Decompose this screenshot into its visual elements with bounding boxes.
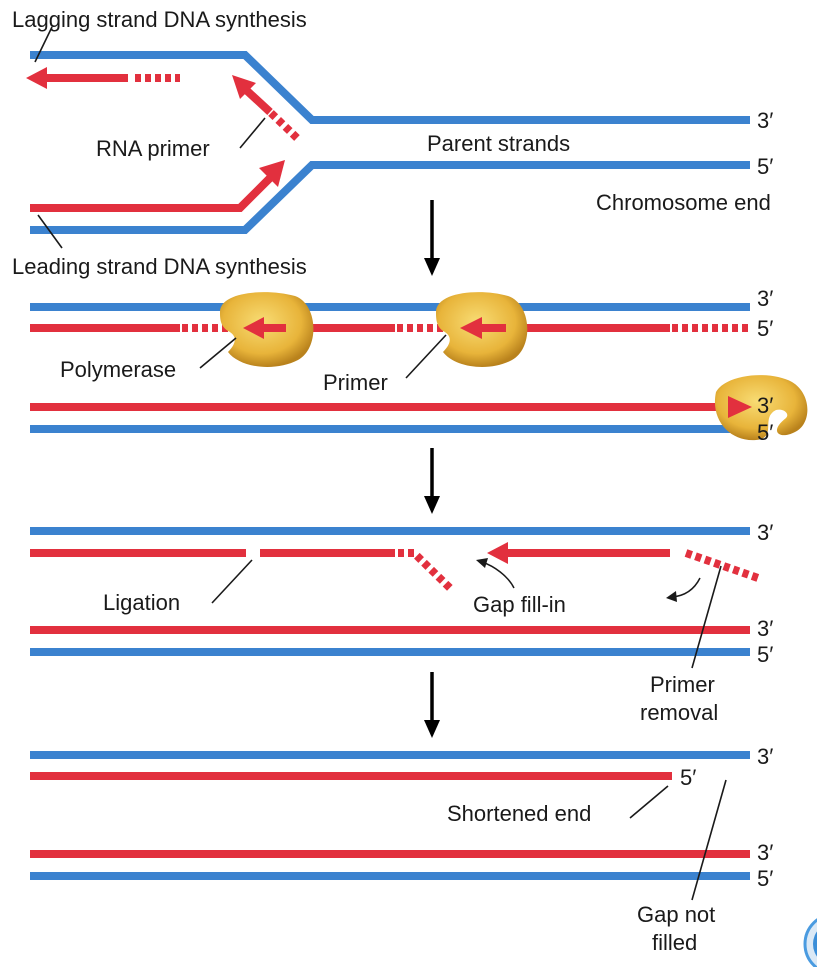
end-5prime-p3-bottom: 5′ [757, 642, 773, 667]
end-5prime-p2-top: 5′ [757, 316, 773, 341]
leading-p2-arrowhead [728, 396, 752, 418]
rna-primer-leader [239, 117, 266, 149]
panel-shortened-end: 5′ Shortened end Gap not filled 3′ 3′ 5′ [30, 744, 773, 955]
end-3prime-p1: 3′ [757, 108, 773, 133]
gap-fill-curved-arrowhead [476, 558, 488, 568]
ligation-leader [211, 559, 253, 604]
end-5prime-p1: 5′ [757, 154, 773, 179]
end-3prime-p2-bottom: 3′ [757, 393, 773, 418]
primer-leader [405, 334, 447, 379]
primer-removal-label-1: Primer [650, 672, 715, 697]
gap-not-filled-leader [691, 779, 727, 901]
leading-strand [30, 175, 273, 212]
lagging-p3-arrowhead [487, 542, 508, 564]
end-3prime-p2-top: 3′ [757, 286, 773, 311]
primer-removal-label-2: removal [640, 700, 718, 725]
polymerase-leader [199, 337, 237, 369]
ligation-label: Ligation [103, 590, 180, 615]
rna-primer-label: RNA primer [96, 136, 210, 161]
primer-removal-curved-arrowhead [666, 591, 677, 602]
lagging-leader [34, 26, 53, 63]
gap-fill-in-label: Gap fill-in [473, 592, 566, 617]
polymerase-label: Polymerase [60, 357, 176, 382]
lagging-fragment-arrow [241, 85, 273, 115]
shortened-end-leader [629, 785, 669, 819]
leading-leader [37, 214, 63, 249]
parent-strands-label: Parent strands [427, 131, 570, 156]
removed-primer-left [398, 549, 455, 593]
chromosome-end-label: Chromosome end [596, 190, 771, 215]
end-3prime-p3-top: 3′ [757, 520, 773, 545]
end-5prime-p4-bottom: 5′ [757, 866, 773, 891]
step-arrow-3 [424, 672, 440, 738]
end-3prime-p4-bottom: 3′ [757, 840, 773, 865]
lagging-p2-arrowhead2 [460, 317, 482, 339]
gap-not-filled-label-2: filled [652, 930, 697, 955]
leading-arrowhead [259, 160, 285, 187]
panel-replication-fork: Lagging strand DNA synthesis RNA primer … [12, 7, 773, 279]
step-arrow-1 [424, 200, 440, 276]
primer-removal-leader [691, 565, 722, 669]
lagging-arrowhead [26, 67, 47, 89]
corner-badge [803, 918, 817, 967]
rna-primer-dashes [268, 110, 300, 141]
end-3prime-p4-top: 3′ [757, 744, 773, 769]
lagging-p2-arrowhead1 [243, 317, 264, 339]
step-arrow-2 [424, 448, 440, 514]
parent-strand-bottom [30, 161, 750, 234]
removed-primer-right [684, 549, 760, 582]
end-5prime-p4-lagging: 5′ [680, 765, 696, 790]
gap-fill-curved-arrow [481, 561, 515, 589]
end-5prime-p2-bottom: 5′ [757, 420, 773, 445]
lagging-fragment-arrowhead [232, 75, 256, 99]
lagging-label: Lagging strand DNA synthesis [12, 7, 307, 32]
panel-primer-removal: Ligation Gap fill-in Primer removal 3′ 3… [30, 520, 773, 725]
end-3prime-p3-bottom: 3′ [757, 616, 773, 641]
panel-polymerase: Polymerase Primer 3′ 5′ 3′ 5′ [30, 286, 808, 445]
shortened-end-label: Shortened end [447, 801, 591, 826]
leading-label: Leading strand DNA synthesis [12, 254, 307, 279]
primer-label: Primer [323, 370, 388, 395]
parent-strand-top [30, 51, 750, 124]
gap-not-filled-label-1: Gap not [637, 902, 715, 927]
polymerase-3 [714, 375, 808, 441]
